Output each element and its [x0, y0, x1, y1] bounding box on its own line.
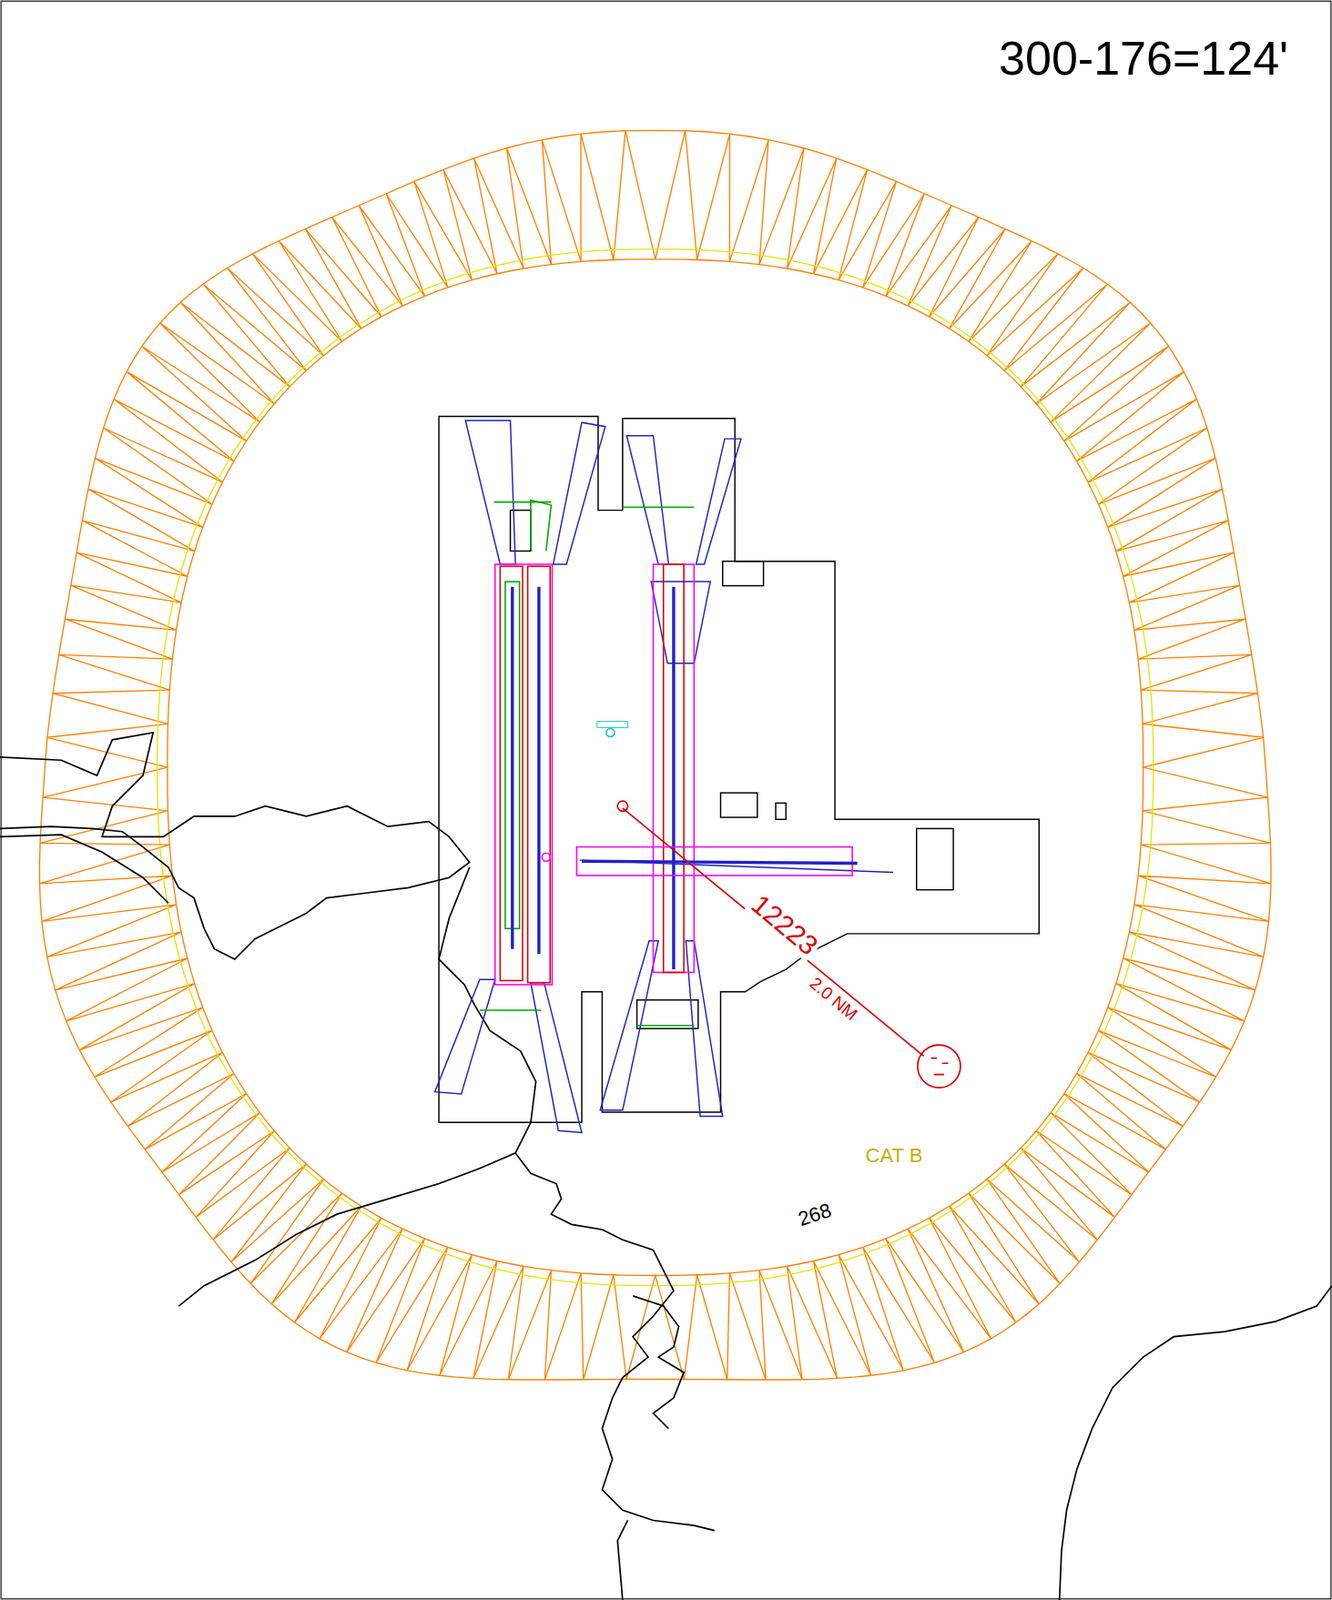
shoreline: [0, 732, 1332, 1600]
diagram-title: 300-176=124': [998, 32, 1289, 85]
elevation-label: 268: [793, 1199, 837, 1232]
category-label: CAT B: [863, 1145, 926, 1168]
ring-inner-edge: [167, 259, 1144, 1277]
airport-boundary: [438, 416, 1039, 1123]
ring-outer-edge: [39, 130, 1271, 1381]
ring-triangulation: [39, 131, 1271, 1381]
approach-surfaces: [435, 420, 894, 1134]
obstacle-id: 12223: [743, 887, 826, 964]
runways: [479, 499, 858, 1026]
circling-area-ring: [39, 130, 1271, 1381]
cat-b-boundary: [157, 249, 1154, 1287]
obstacle-leader: [617, 801, 961, 1088]
